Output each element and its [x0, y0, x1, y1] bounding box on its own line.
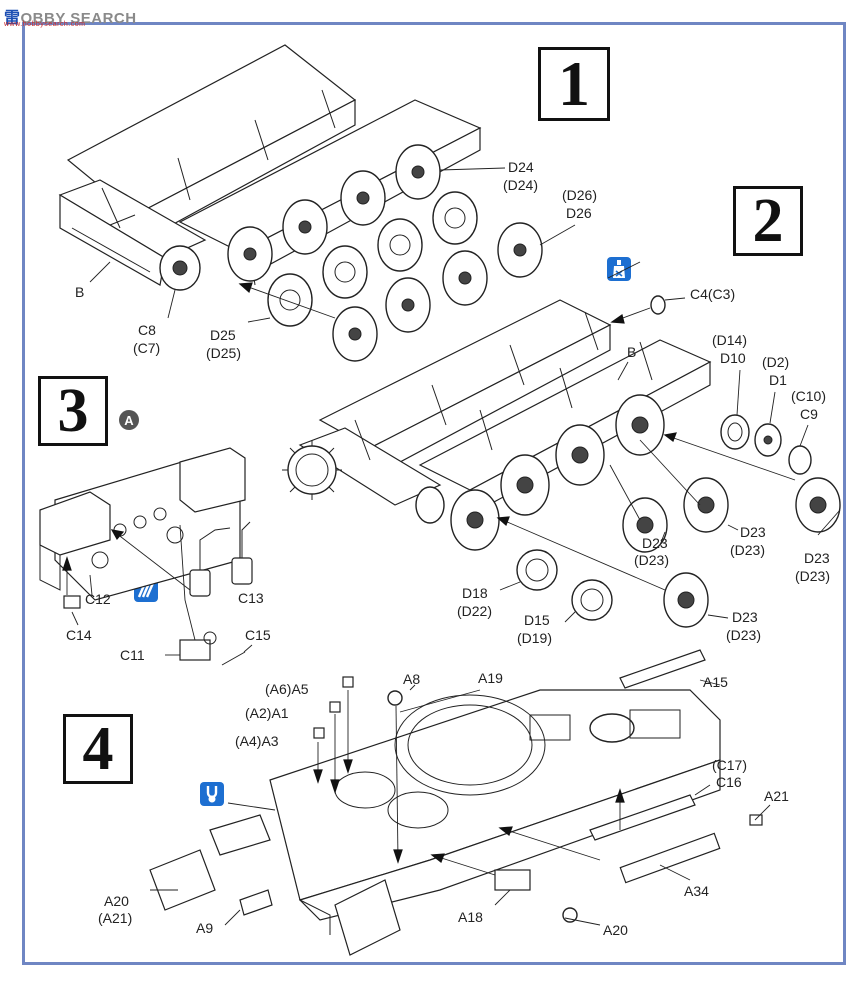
step-3-box: 3 — [38, 376, 108, 446]
label-d22-alt: (D22) — [457, 603, 492, 619]
step-4-small-parts — [313, 649, 763, 923]
step-2-leaders — [496, 261, 841, 623]
label-d25: D25 — [210, 327, 236, 343]
label-a21: A21 — [764, 788, 789, 804]
step-2-mounted-roadwheels — [415, 394, 665, 551]
step-3-badge-letter: A — [124, 413, 134, 428]
label-c4-c3: C4(C3) — [690, 286, 735, 302]
watermark-cn: 雷 — [4, 10, 21, 27]
step-2-loose-wheels — [516, 295, 841, 628]
step-2-number: 2 — [752, 186, 784, 255]
label-a8: A8 — [403, 671, 420, 687]
step-3-number: 3 — [57, 376, 89, 445]
label-d18: D18 — [462, 585, 488, 601]
label-a20: A20 — [104, 893, 129, 909]
step-4-upper-hull — [269, 689, 721, 935]
page-frame — [22, 22, 846, 965]
step-1-box: 1 — [538, 47, 610, 121]
label-a21-alt: (A21) — [98, 910, 132, 926]
label-d1: D1 — [769, 372, 787, 388]
label-c14: C14 — [66, 627, 92, 643]
label-d2-alt: (D2) — [762, 354, 789, 370]
label-c8: C8 — [138, 322, 156, 338]
label-d24-alt: (D24) — [503, 177, 538, 193]
label-a6-a5: (A6)A5 — [265, 681, 309, 697]
step-4-leaders — [150, 679, 771, 926]
step-3-rear-plate — [39, 447, 246, 601]
label-b-step2: B — [627, 344, 636, 360]
label-d24: D24 — [508, 159, 534, 175]
label-c13: C13 — [238, 590, 264, 606]
label-d19-alt: (D19) — [517, 630, 552, 646]
label-c11: C11 — [120, 647, 145, 663]
label-a15: A15 — [703, 674, 728, 690]
label-d23-c: D23 — [804, 550, 830, 566]
label-c7-alt: (C7) — [133, 340, 160, 356]
watermark-brand: OBBY SEARCH — [20, 10, 137, 27]
step-3-exhausts — [189, 521, 253, 597]
label-d23-d: D23 — [732, 609, 758, 625]
label-c10-alt: (C10) — [791, 388, 826, 404]
watermark-sub: www.hobbysearch.com — [4, 21, 86, 28]
label-c15: C15 — [245, 627, 271, 643]
step-1-leaders — [89, 167, 576, 323]
label-a34: A34 — [684, 883, 709, 899]
label-a2-a1: (A2)A1 — [245, 705, 289, 721]
step-4-box: 4 — [63, 714, 133, 784]
drill-hole-icon — [200, 782, 224, 806]
label-c12: C12 — [85, 591, 111, 607]
step-1-number: 1 — [558, 48, 590, 119]
step-1-loose-roadwheels — [267, 191, 543, 362]
label-d10: D10 — [720, 350, 746, 366]
label-d23-c-alt: (D23) — [795, 568, 830, 584]
label-c9: C9 — [800, 406, 818, 422]
watermark: 雷OBBY SEARCH www.hobbysearch.com — [4, 4, 137, 28]
label-c16: C16 — [716, 774, 742, 790]
step-3-badge — [119, 410, 139, 430]
label-a9: A9 — [196, 920, 213, 936]
label-d23-b-alt: (D23) — [634, 552, 669, 568]
step-2-box: 2 — [733, 186, 803, 256]
label-c17-alt: (C17) — [712, 757, 747, 773]
label-d14-alt: (D14) — [712, 332, 747, 348]
label-d26-alt: (D26) — [562, 187, 597, 203]
label-d25-alt: (D25) — [206, 345, 241, 361]
label-b-step1: B — [75, 284, 84, 300]
label-d23-d-alt: (D23) — [726, 627, 761, 643]
label-d15: D15 — [524, 612, 550, 628]
step-4-fenders — [149, 814, 401, 956]
label-a20-b: A20 — [603, 922, 628, 938]
label-a18: A18 — [458, 909, 483, 925]
label-d23-a-alt: (D23) — [730, 542, 765, 558]
step-3-small-parts — [63, 595, 246, 666]
step-4-number: 4 — [82, 714, 114, 783]
step-1-mounted-roadwheels — [159, 144, 441, 291]
label-d26: D26 — [566, 205, 592, 221]
step-3-leaders — [62, 524, 253, 656]
label-a4-a3: (A4)A3 — [235, 733, 279, 749]
label-a19: A19 — [478, 670, 503, 686]
label-d23-a: D23 — [740, 524, 766, 540]
label-d23-b: D23 — [642, 535, 668, 551]
